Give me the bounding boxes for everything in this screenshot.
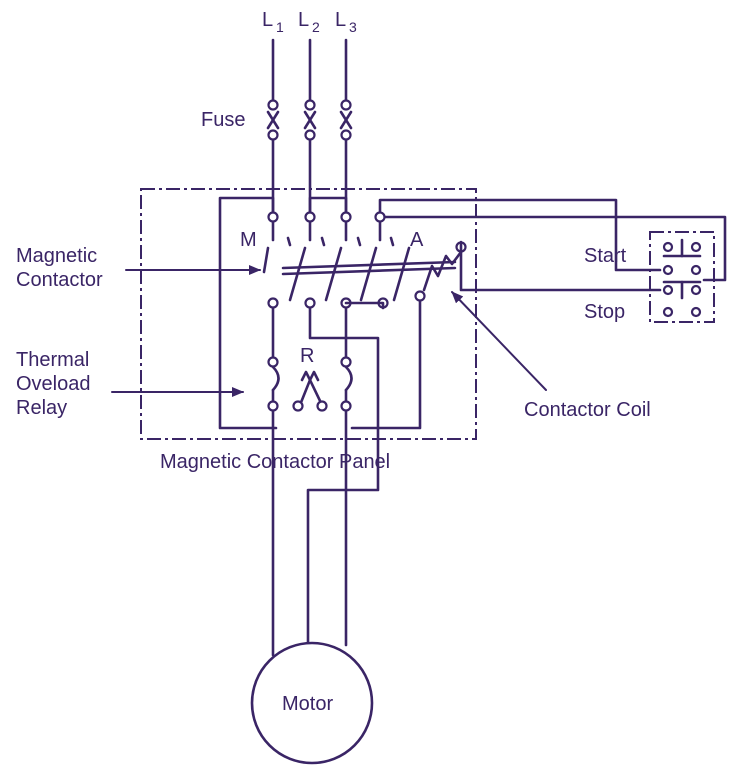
contactor-to-relay-wiring: [271, 299, 422, 647]
line-l1-subscript: 1: [276, 19, 284, 35]
thermal-label-line2: Oveload: [16, 373, 91, 395]
line-l1-label: L: [262, 9, 273, 31]
stop-label: Stop: [584, 301, 625, 323]
pushbutton-station-border: [649, 231, 715, 323]
pushbutton-wiring: [378, 198, 727, 292]
start-label: Start: [584, 245, 627, 267]
line-l3-subscript: 3: [349, 19, 357, 35]
control-loop-wiring: [218, 196, 348, 430]
fuse-set: [266, 99, 353, 141]
contactor-coil: [422, 250, 463, 292]
contactor-coil-label: Contactor Coil: [524, 399, 651, 421]
fuse-l2: [303, 99, 317, 141]
motor-label: Motor: [282, 693, 333, 715]
relay-label: R: [300, 345, 314, 367]
magnetic-contactor-panel-border: [140, 188, 477, 440]
stop-button[interactable]: [662, 280, 702, 318]
fuse-l1: [266, 99, 280, 141]
magnetic-contactor-label-line2: Contactor: [16, 269, 103, 291]
line-l2-label: L: [298, 9, 309, 31]
main-contacts: [262, 211, 457, 302]
contactor-coil-arrow: [451, 291, 547, 391]
line-l2-subscript: 2: [312, 19, 320, 35]
magnetic-contactor-label-line1: Magnetic: [16, 245, 97, 267]
thermal-label-line1: Thermal: [16, 349, 89, 371]
fuse-l3: [339, 99, 353, 141]
thermal-label-line3: Relay: [16, 397, 67, 419]
motor-symbol: [250, 641, 374, 765]
motor-feed-lines: [271, 409, 348, 657]
supply-lines: [271, 38, 348, 102]
fuse-label: Fuse: [201, 109, 245, 131]
thermal-overload-relay: [267, 356, 353, 412]
start-button[interactable]: [662, 238, 702, 276]
panel-label: Magnetic Contactor Panel: [160, 451, 390, 473]
aux-contact-label: A: [410, 229, 424, 251]
main-contacts-label: M: [240, 229, 257, 251]
line-l3-label: L: [335, 9, 346, 31]
